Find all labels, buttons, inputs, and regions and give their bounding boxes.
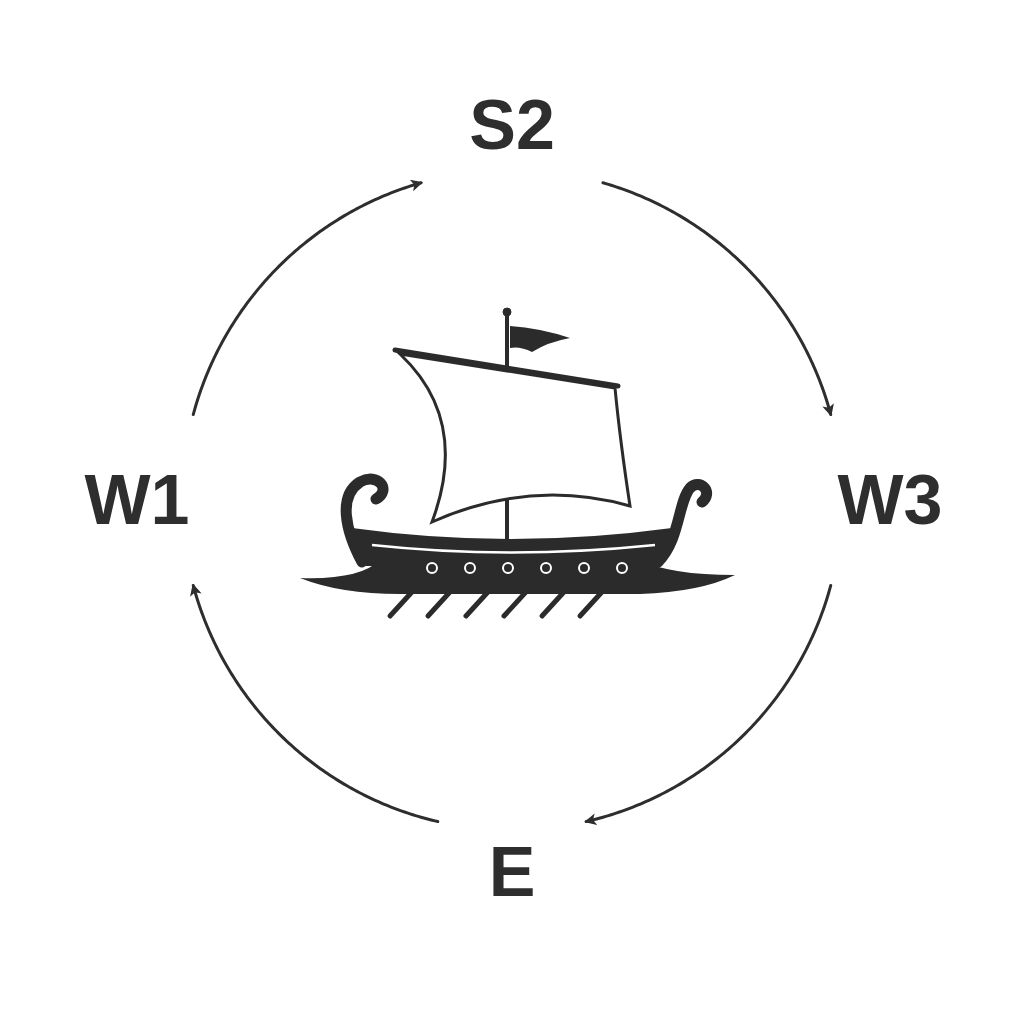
node-label: W1: [85, 462, 190, 539]
oars: [390, 563, 627, 616]
oar-port: [579, 563, 589, 573]
cycle-arrow: [603, 183, 831, 415]
mast-top: [503, 308, 511, 316]
oar-port: [541, 563, 551, 573]
oar: [504, 570, 546, 616]
bow-post: [658, 485, 707, 562]
oar: [390, 570, 432, 616]
node-label: S2: [469, 87, 555, 164]
oar: [466, 570, 508, 616]
yard: [395, 350, 618, 386]
oar: [580, 570, 622, 616]
ring-node: S2: [461, 83, 563, 168]
cycle-arrow: [193, 183, 421, 415]
ring-node: E: [481, 830, 544, 915]
node-label: W3: [838, 462, 943, 539]
oar-port: [427, 563, 437, 573]
sail: [400, 354, 630, 522]
cycle-arrow: [193, 585, 438, 821]
ring-node: W1: [77, 458, 198, 543]
hull-rail: [372, 545, 655, 553]
stern-post: [346, 479, 383, 562]
cycle-arrow: [586, 585, 831, 821]
ring-node: W3: [830, 458, 951, 543]
galley-ship: [300, 308, 735, 616]
oar: [428, 570, 470, 616]
oar-port: [465, 563, 475, 573]
oar: [542, 570, 584, 616]
node-label: E: [489, 834, 536, 911]
oar-port: [503, 563, 513, 573]
hull-band: [352, 528, 672, 566]
oar-port: [617, 563, 627, 573]
flag: [510, 326, 570, 352]
